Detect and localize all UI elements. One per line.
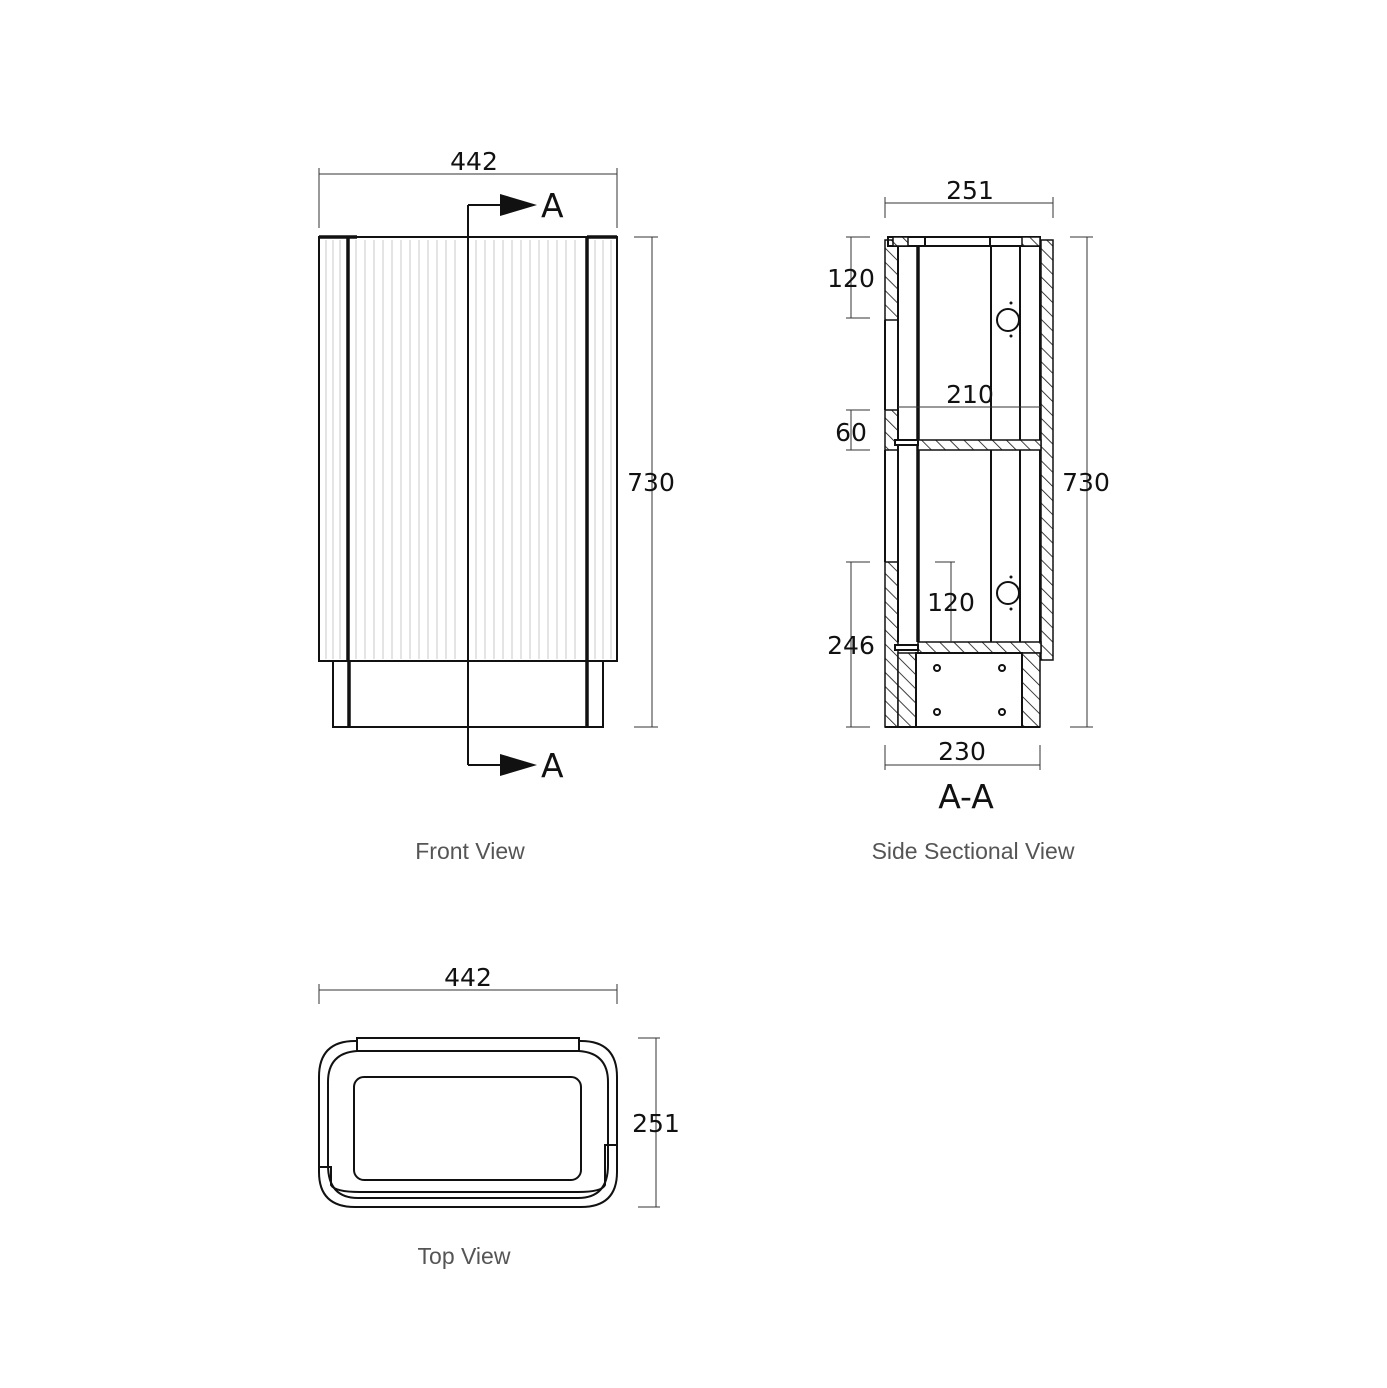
side-inner-depth-dimension: 210 [898,380,1041,409]
top-width-dimension: 442 [318,963,618,1004]
side-lower-panel-dimension: 246 [827,561,875,728]
front-view: 442 [318,147,675,864]
side-depth-dimension: 251 [884,176,1054,218]
top-panel-label: 120 [827,264,875,293]
top-depth-dimension: 251 [632,1037,680,1208]
lower-panel-label: 246 [827,631,875,660]
top-inner-basin [353,1076,582,1181]
side-base-depth-dimension: 230 [884,737,1041,770]
front-flutes [325,240,612,659]
side-sectional-view: 251 [827,176,1110,864]
plinth-section [915,652,1023,728]
top-view: 442 251 Top View [318,963,680,1269]
front-panel-upper [884,239,899,321]
base-depth-label: 230 [938,737,986,766]
front-height-label: 730 [627,468,675,497]
top-width-label: 442 [444,963,492,992]
section-line-a: A A [467,186,564,785]
side-top-panel-dimension: 120 [827,236,875,319]
front-height-dimension: 730 [627,236,675,728]
section-arrow-bottom-icon [500,754,537,776]
top-back-rail [356,1037,580,1052]
front-width-dimension: 442 [318,147,618,228]
section-arrow-top-icon [500,194,537,216]
side-lower-opening-dimension: 120 [927,561,975,642]
side-height-label: 730 [1062,468,1110,497]
top-outer-shell [318,1040,618,1208]
pipe-hole-upper-icon [996,308,1020,332]
inner-depth-label: 210 [946,380,994,409]
lower-opening-label: 120 [927,588,975,617]
section-marker-bottom: A [541,746,564,785]
front-width-label: 442 [450,147,498,176]
side-shelf-gap-dimension: 60 [835,409,870,451]
back-panel [1040,239,1054,661]
section-label: A-A [938,777,994,816]
front-cabinet-body [318,235,618,728]
side-depth-label: 251 [946,176,994,205]
section-marker-top: A [541,186,564,225]
top-depth-label: 251 [632,1109,680,1138]
shelf-middle [917,439,1042,451]
shelf-bottom [917,641,1042,654]
side-height-dimension: 730 [1062,236,1110,728]
side-view-caption: Side Sectional View [872,838,1075,864]
front-view-caption: Front View [415,838,525,864]
top-view-caption: Top View [418,1243,511,1269]
pipe-hole-lower-icon [996,581,1020,605]
shelf-gap-label: 60 [835,418,867,447]
